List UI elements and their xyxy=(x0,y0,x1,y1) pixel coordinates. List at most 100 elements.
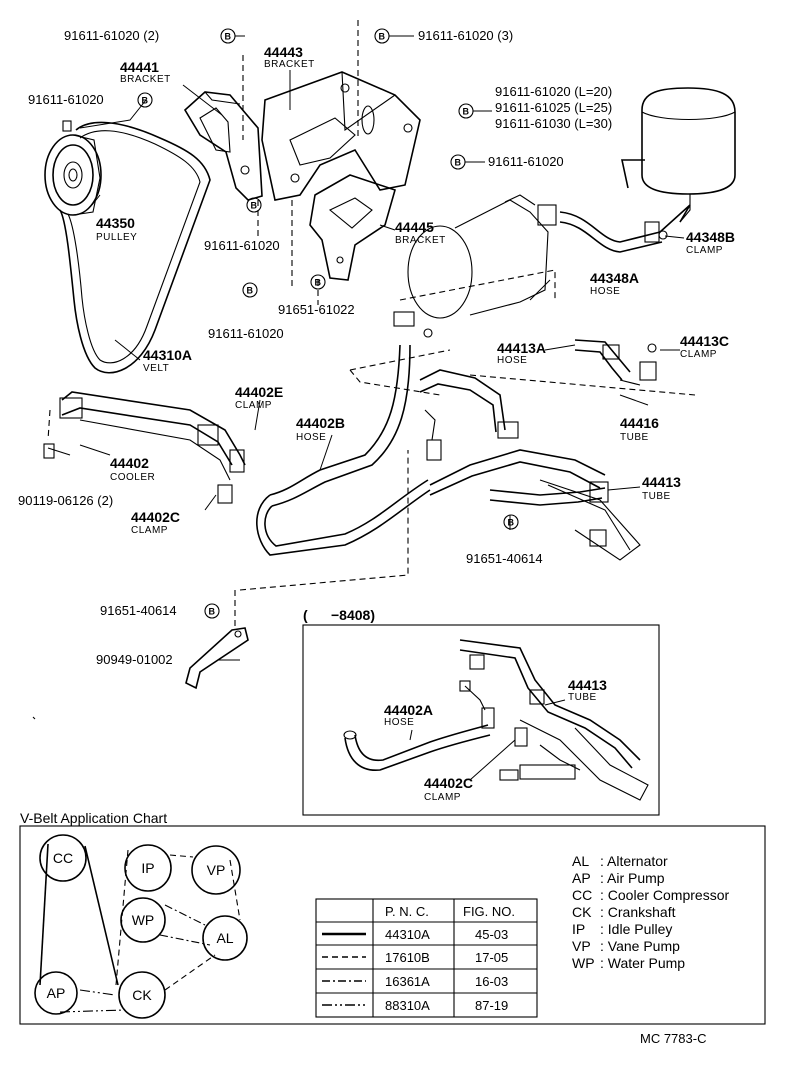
bolt-marker: B xyxy=(204,603,220,619)
table-row: 88310A 87-19 xyxy=(385,998,508,1013)
guide-lines xyxy=(47,20,696,628)
svg-text:VP: VP xyxy=(207,862,226,878)
part-number-44348a: 44348A xyxy=(590,270,639,286)
svg-text:B: B xyxy=(463,107,470,117)
node-vp: VP xyxy=(191,845,241,895)
callout-bolt-4c: 91611-61030 (L=30) xyxy=(495,116,612,131)
part-number-44348b: 44348B xyxy=(686,229,735,245)
table-row: 16361A 16-03 xyxy=(385,974,508,989)
callout-bolt-4a: 91611-61020 (L=20) xyxy=(495,84,612,99)
callout-bolt-9: 90119-06126 (2) xyxy=(18,493,113,508)
part-number-44413a: 44413A xyxy=(497,340,546,356)
hose-44348a-drawing xyxy=(537,204,691,253)
svg-text:CK: CK xyxy=(572,904,592,920)
node-cc: CC xyxy=(39,834,87,882)
part-number-44413: 44413 xyxy=(642,474,681,490)
callout-bolt-3: 91611-61020 xyxy=(28,92,104,107)
svg-text:B: B xyxy=(209,607,216,617)
svg-text:WP: WP xyxy=(132,912,155,928)
legend-item: AL: Alternator xyxy=(572,853,668,869)
svg-text:AL: AL xyxy=(216,930,233,946)
part-name-44413a: HOSE xyxy=(497,355,527,366)
svg-text:: Idle Pulley: : Idle Pulley xyxy=(600,921,672,937)
bracket-44443-drawing xyxy=(261,71,421,201)
figure-code: MC 7783-C xyxy=(640,1031,706,1046)
bolt-marker: B xyxy=(242,282,258,298)
svg-text:45-03: 45-03 xyxy=(475,927,508,942)
node-wp: WP xyxy=(120,897,166,943)
svg-text:IP: IP xyxy=(572,921,585,937)
callout-bolt-5: 91611-61020 xyxy=(488,154,564,169)
part-name-44402c: CLAMP xyxy=(131,525,168,536)
svg-text:B: B xyxy=(508,518,515,528)
v-belt-drawing xyxy=(59,121,211,374)
svg-text:: Vane Pump: : Vane Pump xyxy=(600,938,680,954)
bolt-marker: B xyxy=(310,274,326,290)
part-name-44413: TUBE xyxy=(642,491,671,502)
part-name-44416: TUBE xyxy=(620,432,649,443)
belt-table: P. N. C. FIG. NO. 44310A 45-03 17610B 17… xyxy=(315,898,538,1018)
svg-text:: Air Pump: : Air Pump xyxy=(600,870,665,886)
inset-part-name-44413: TUBE xyxy=(568,692,597,703)
abbreviation-legend: AL: Alternator AP: Air Pump CC: Cooler C… xyxy=(572,853,729,971)
part-number-44402e: 44402E xyxy=(235,384,283,400)
part-name-44413c: CLAMP xyxy=(680,349,717,360)
part-name-44402e: CLAMP xyxy=(235,400,272,411)
bracket-44441-drawing xyxy=(183,91,263,201)
table-row: 44310A 45-03 xyxy=(385,927,508,942)
part-name-44402: COOLER xyxy=(110,472,155,483)
part-name-44402b: HOSE xyxy=(296,432,326,443)
legend-item: IP : Idle Pulley xyxy=(572,921,672,937)
reservoir-drawing xyxy=(621,87,736,223)
svg-text:AP: AP xyxy=(47,985,66,1001)
svg-text:B: B xyxy=(225,32,232,42)
bolt-marker: B xyxy=(137,92,153,108)
svg-text:B: B xyxy=(379,32,386,42)
part-name-44348b: CLAMP xyxy=(686,245,723,256)
hose-44402b-drawing xyxy=(256,311,433,556)
svg-text:B: B xyxy=(251,201,258,211)
inset-range-label: ( −8408) xyxy=(303,607,375,623)
callout-bolt-4b: 91611-61025 (L=25) xyxy=(495,100,612,115)
vane-pump-drawing xyxy=(407,194,549,319)
callout-bolt-8: 91611-61020 xyxy=(208,326,284,341)
callout-bolt-11: 91651-40614 xyxy=(100,603,177,618)
svg-text:B: B xyxy=(315,278,322,288)
v-belt-chart: V-Belt Application Chart CC IP VP WP AL xyxy=(19,810,766,1025)
svg-text:CC: CC xyxy=(53,850,73,866)
node-ap: AP xyxy=(34,971,78,1015)
pulley-drawing xyxy=(44,120,102,216)
part-name-44348a: HOSE xyxy=(590,286,620,297)
callout-bolt-12: 90949-01002 xyxy=(96,652,173,667)
clamp-bracket-drawing xyxy=(185,627,249,690)
svg-text:CC: CC xyxy=(572,887,592,903)
hose-44413a-drawing xyxy=(419,369,519,461)
svg-text:B: B xyxy=(142,96,149,106)
legend-item: WP: Water Pump xyxy=(572,955,685,971)
inset-part-name-44402c: CLAMP xyxy=(424,792,461,803)
part-name-44443: BRACKET xyxy=(264,59,315,70)
svg-text:B: B xyxy=(455,158,462,168)
node-al: AL xyxy=(202,915,248,961)
part-number-44402c: 44402C xyxy=(131,509,180,525)
callout-bolt-2: 91611-61020 (3) xyxy=(418,28,513,43)
leader-lines xyxy=(79,70,685,661)
callout-bolt-6: 91611-61020 xyxy=(204,238,280,253)
svg-text:16361A: 16361A xyxy=(385,974,430,989)
svg-text:VP: VP xyxy=(572,938,591,954)
part-name-44445: BRACKET xyxy=(395,235,446,246)
inset-part-number-44413: 44413 xyxy=(568,677,607,693)
inset-part-number-44402a: 44402A xyxy=(384,702,433,718)
svg-text:IP: IP xyxy=(141,860,154,876)
inset-drawing xyxy=(302,624,660,816)
diagram-drawing xyxy=(32,20,736,816)
part-name-44441: BRACKET xyxy=(120,74,171,85)
part-number-44350: 44350 xyxy=(96,215,135,231)
svg-text:WP: WP xyxy=(572,955,595,971)
part-number-44441: 44441 xyxy=(120,59,159,75)
table-header-pnc: P. N. C. xyxy=(385,904,429,919)
svg-text:AL: AL xyxy=(572,853,589,869)
callout-bolt-10: 91651-40614 xyxy=(466,551,543,566)
bolt-markers: B B B B B B B B B B xyxy=(137,28,519,619)
